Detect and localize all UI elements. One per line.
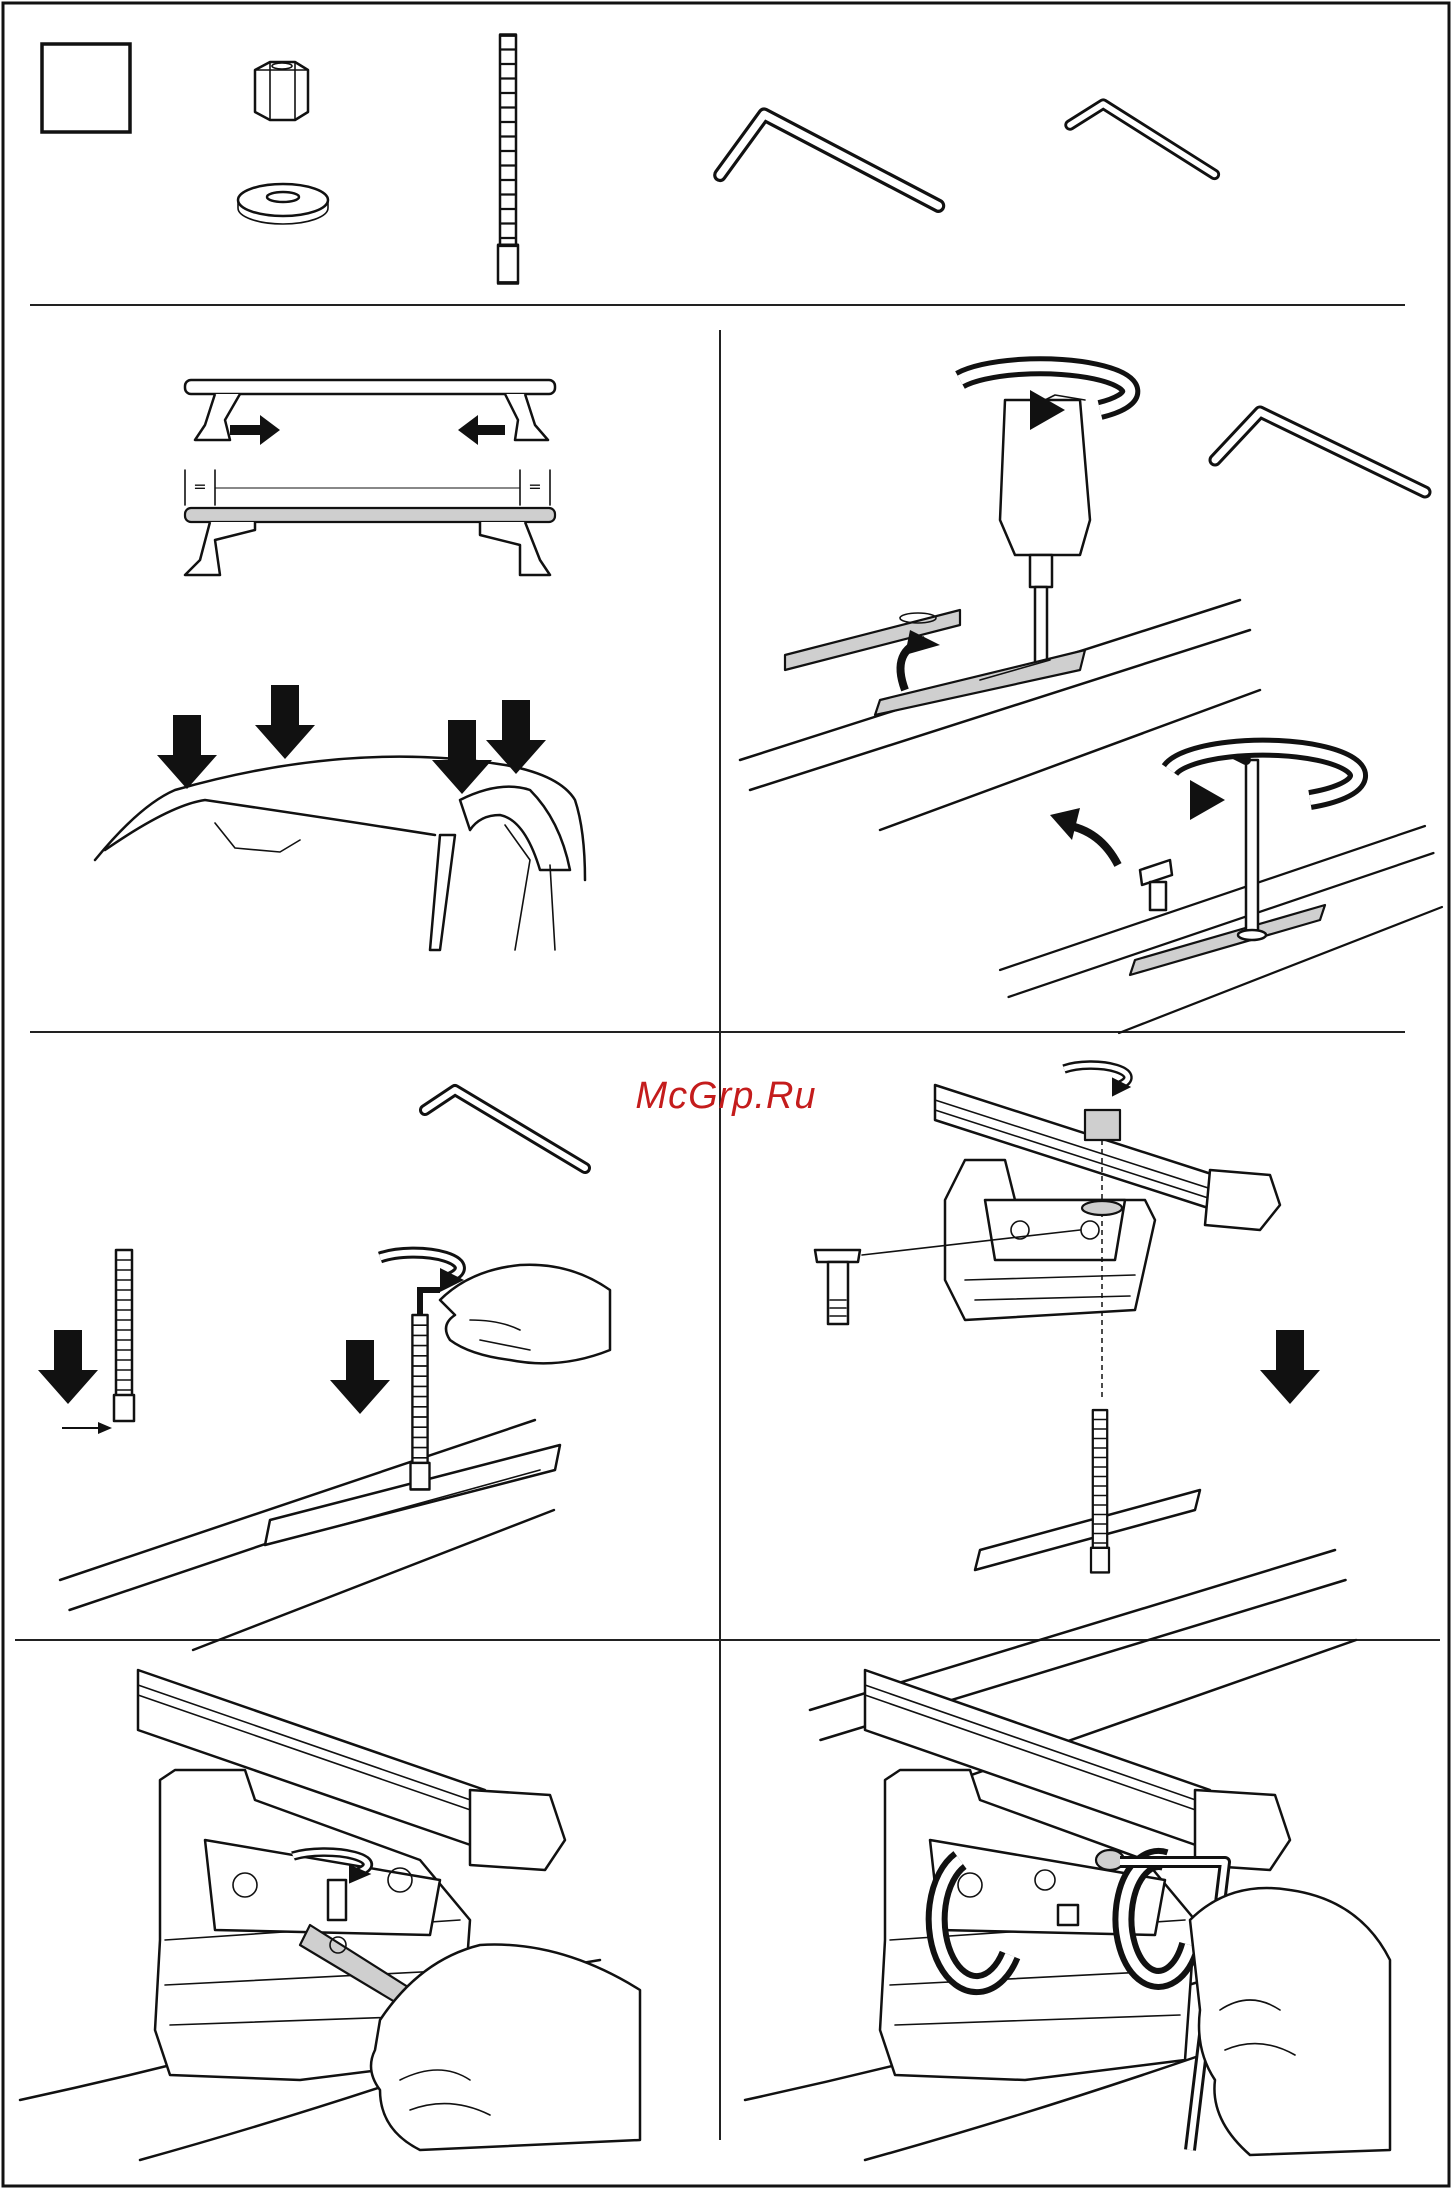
short-allen-key-icon	[1070, 104, 1214, 174]
long-allen-key-icon	[720, 115, 938, 206]
bar-spacing-icon: = =	[95, 380, 585, 950]
spacing-mark-left: =	[193, 477, 206, 496]
tighten-nut-icon	[20, 1670, 640, 2160]
spacing-mark-right: =	[528, 477, 541, 496]
insert-stud-icon	[38, 1090, 610, 1650]
remove-cover-icon	[740, 366, 1442, 1033]
parts-list-icon	[42, 35, 1214, 283]
stud-icon	[498, 35, 518, 283]
fit-cover-icon	[745, 1670, 1390, 2160]
mount-foot-icon	[810, 1065, 1356, 1780]
allen-key-icon	[1215, 412, 1425, 492]
nut-icon	[255, 62, 308, 120]
washer-icon	[238, 184, 328, 224]
watermark: McGrp.Ru	[0, 1075, 1452, 1118]
quantity-box	[42, 44, 130, 132]
